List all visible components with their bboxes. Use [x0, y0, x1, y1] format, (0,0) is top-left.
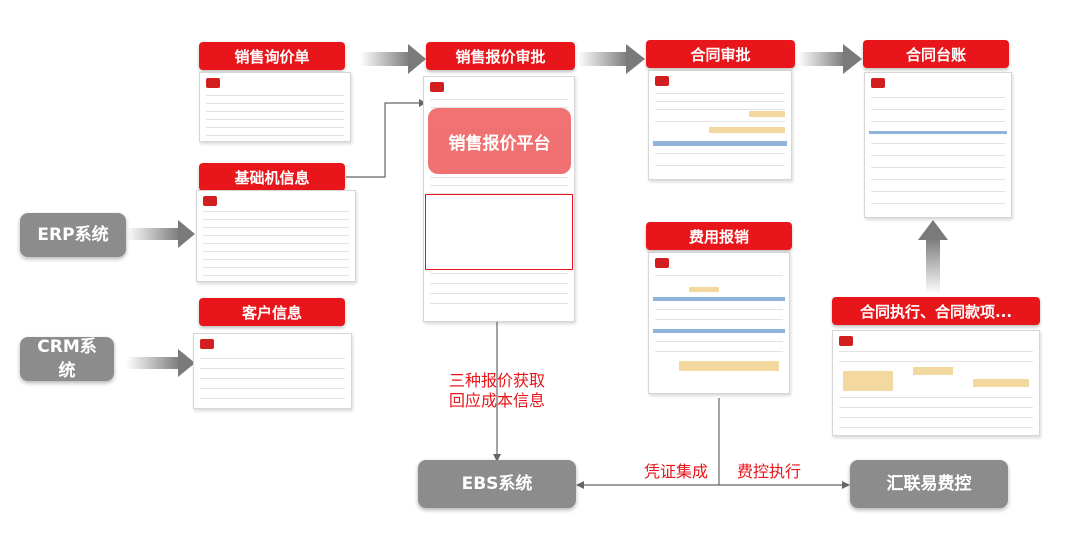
huilian-expense-system: 汇联易费控: [850, 460, 1008, 508]
expense-control-annotation: 费控执行: [736, 462, 801, 481]
erp-system: ERP系统: [20, 213, 126, 257]
arrow-erp-to-base: [126, 220, 195, 248]
arrow-contract-to-ledger: [798, 44, 862, 74]
contract-approval-label: 合同审批: [646, 40, 795, 68]
arrow-execution-to-ledger: [918, 220, 948, 294]
expense-reimbursement-label: 费用报销: [646, 222, 792, 250]
arrow-inquiry-to-quote: [360, 44, 426, 74]
arrow-quote-to-contract: [578, 44, 645, 74]
expense-form: [648, 252, 790, 394]
connector-base-to-quote: [346, 102, 423, 178]
crm-system-line2: 统: [58, 361, 76, 381]
crm-system: CRM系 统: [20, 337, 114, 381]
base-machine-form: [196, 190, 356, 282]
three-quotes-annotation: 三种报价获取 回应成本信息: [432, 371, 562, 411]
quote-highlight-box: [425, 194, 573, 270]
crm-system-line1: CRM系: [37, 337, 97, 357]
three-quotes-line2: 回应成本信息: [448, 391, 545, 410]
contract-ledger-label: 合同台账: [863, 40, 1009, 68]
contract-approval-form: [648, 70, 792, 180]
contract-execution-label: 合同执行、合同款项...: [832, 297, 1040, 325]
ebs-system: EBS系统: [418, 460, 576, 508]
voucher-integration-annotation: 凭证集成: [643, 462, 708, 481]
three-quotes-line1: 三种报价获取: [448, 371, 545, 390]
contract-execution-forms: [832, 330, 1040, 436]
quote-approval-label: 销售报价审批: [426, 42, 575, 70]
contract-ledger-form: [864, 72, 1012, 218]
sales-inquiry-form: [199, 72, 351, 142]
customer-info-form: [193, 333, 352, 409]
sales-inquiry-label: 销售询价单: [199, 42, 345, 70]
base-machine-info-label: 基础机信息: [199, 163, 345, 191]
sales-quote-platform: 销售报价平台: [428, 108, 571, 174]
customer-info-label: 客户信息: [199, 298, 345, 326]
arrow-crm-to-customer: [126, 349, 195, 377]
